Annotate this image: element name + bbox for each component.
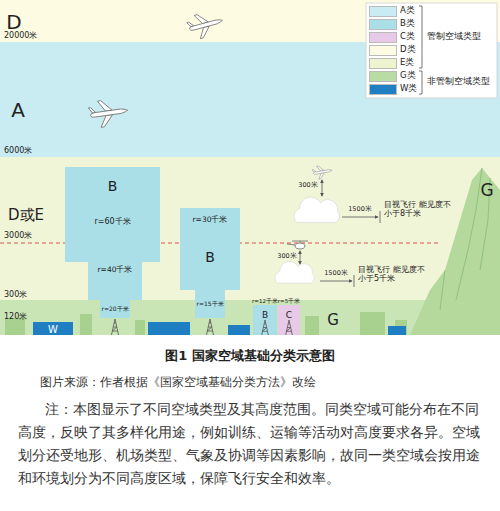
legend-group-label: 非管制空域类型 [427,77,490,86]
distance-arrow [322,180,323,196]
flight-rule-label: 1500米 [324,270,348,277]
region-label: r=40千米 [98,266,133,274]
tower-icon [262,320,269,335]
airspace-class-b: r=30千米 Br=15千米 [180,208,240,318]
mountain-ridge [456,168,482,300]
region-label: B [108,179,118,194]
legend-label: C类 [400,32,415,41]
airplane-icon [185,9,225,41]
legend-label: W类 [400,84,417,93]
altitude-label: 300米 [4,291,27,300]
legend-bracket [419,71,422,94]
distance-tick [354,275,355,287]
flight-rule-label: 目视飞行 能见度不小于8千米 [384,201,458,219]
airplane-icon [88,97,130,129]
airspace-class-b: Br=60千米 r=40千米 r=20千米 [65,167,160,318]
airspace-class-b: r=12千米B [253,305,277,335]
legend-box [366,3,497,98]
altitude-label: 6000米 [4,147,32,156]
region-label: A [11,99,25,121]
water-area [228,325,250,335]
legend-swatch [370,20,396,29]
flight-rule-label: 300米 [277,253,296,260]
note-text: 图片来源：作者根据《国家空域基础分类方法》改绘 [40,376,316,389]
region-label: r=60千米 [94,218,130,227]
legend-swatch [370,72,396,81]
figure-caption: 图1 国家空域基础分类示意图 [165,349,335,363]
altitude-label: 20000米 [4,32,37,41]
band-d-or-e [0,157,500,335]
distance-arrow [320,281,352,282]
cloud-icon [275,261,314,283]
tower-icon [286,320,293,335]
region-outline [65,167,160,318]
legend-label: G类 [400,71,416,80]
region-label: C [286,311,292,321]
altitude-label: 120米 [4,313,27,322]
flight-rule-label: 1500米 [348,206,372,213]
distance-tick [380,211,381,223]
distance-arrow [342,217,378,218]
mountain-ridge [440,270,445,310]
tower-icon [206,319,213,335]
altitude-label: 3000米 [4,232,32,241]
region-label: r=5千米 [278,298,300,304]
airspace-band: D [0,0,500,42]
region-label: r=30千米 [193,216,228,224]
airspace-class-w: W [33,322,73,335]
helicopter-icon [287,241,308,249]
building-shape [360,312,385,335]
region-label: G [480,181,493,200]
flight-rule-label: 300米 [298,182,317,189]
legend-label: E类 [400,58,414,67]
legend-swatch [370,85,396,94]
legend-swatch [370,46,396,55]
mountain-region: G [410,160,500,335]
region-label: r=12千米 [252,298,278,304]
region-label: r=20千米 [101,306,128,313]
region-label: B [205,250,215,265]
legend-swatch [370,59,396,68]
water-area [148,322,190,335]
flight-rule-label: 目视飞行 能见度不小于5千米 [358,266,432,284]
building-shape [135,320,145,335]
cloud-icon [294,197,339,222]
region-label: D或E [8,207,44,224]
legend-group-label: 管制空域类型 [427,32,481,41]
region-label: r=15千米 [196,301,223,308]
region-outline [410,168,500,335]
region-label: B [262,311,268,321]
legend-bracket [419,6,422,68]
distance-arrow [300,251,301,264]
note-text: 注：本图显示了不同空域类型及其高度范围。同类空域可能分布在不同高度，反映了其多样… [18,398,484,490]
airspace-band: GBr=60千米r=40千米r=20千米r=30千米Br=15千米r=12千米B… [0,157,500,335]
region-label: D [6,11,21,33]
region-label: W [48,323,58,334]
building-shape [305,316,319,335]
legend-label: B类 [400,19,415,28]
water-area [388,326,406,335]
region-label: G [327,312,339,329]
legend-swatch [370,7,396,16]
airspace-band: A [0,42,500,157]
airspace-class-c: r=5千米C [278,305,300,335]
legend-label: A类 [400,6,415,15]
tower-icon [111,319,118,335]
legend-label: D类 [400,45,416,54]
legend-swatch [370,33,396,42]
building-shape [80,314,92,335]
airplane-icon [312,164,333,180]
